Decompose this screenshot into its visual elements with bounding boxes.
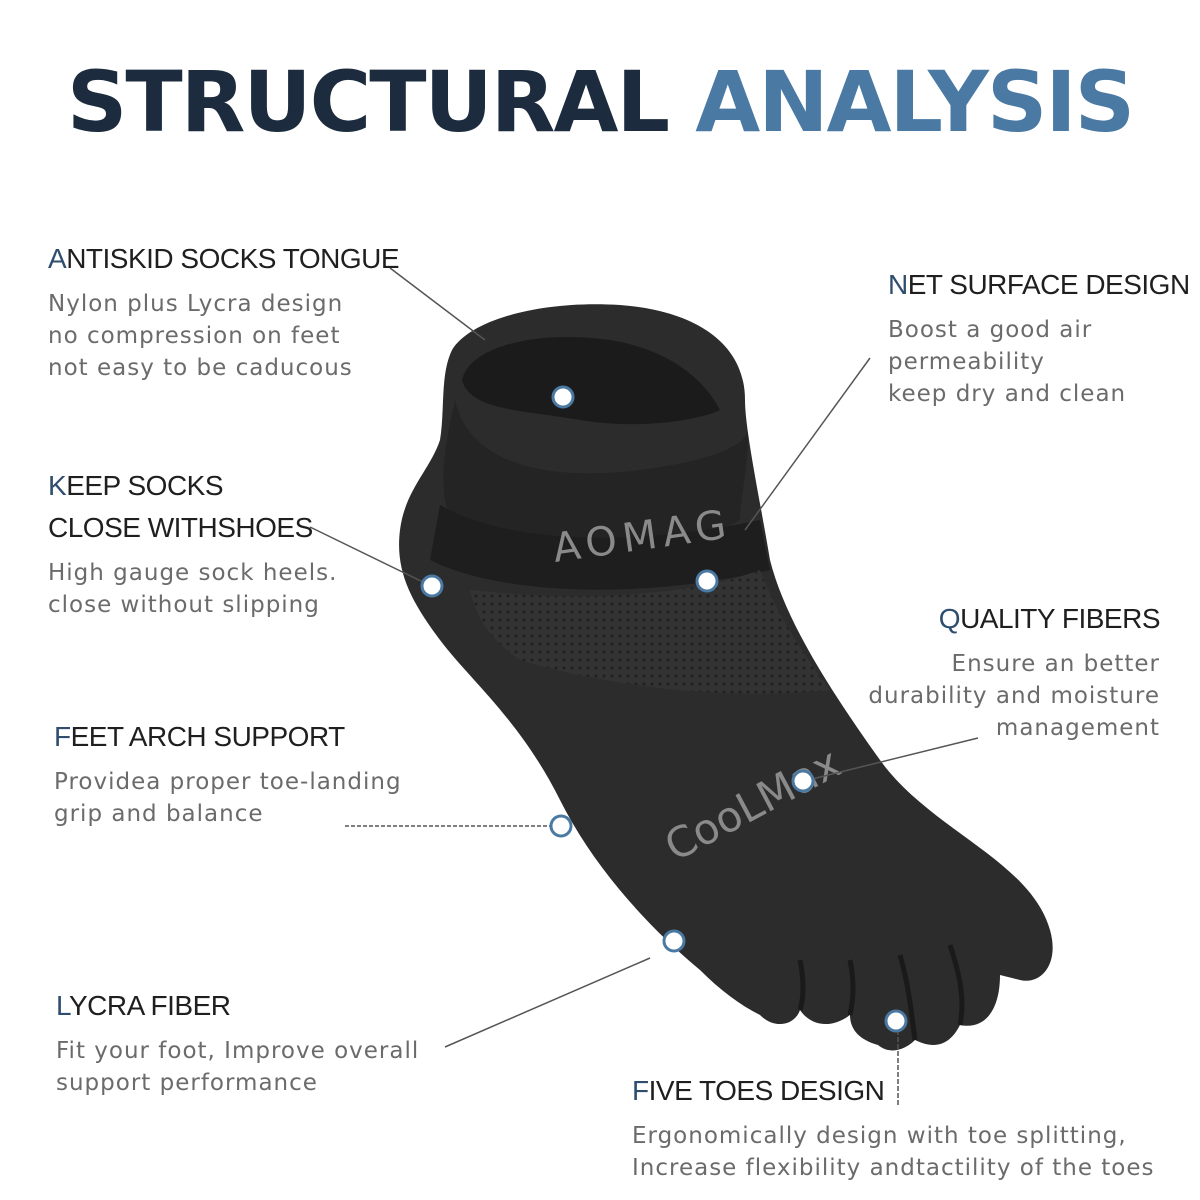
marker-dot	[884, 1009, 908, 1033]
description-line: Ergonomically design with toe splitting,	[632, 1123, 1127, 1149]
feature-description: Ensure an better durability and moisture…	[868, 648, 1160, 744]
description-line: Increase flexibility andtactility of the…	[632, 1155, 1155, 1181]
description-line: Providea proper toe-landing	[54, 769, 402, 795]
feature-heading: QUALITY FIBERS	[868, 598, 1161, 640]
leader-net	[744, 357, 871, 531]
description-line: Nylon plus Lycra design	[48, 291, 344, 317]
heading-rest: UALITY FIBERS	[960, 603, 1160, 634]
feature-description: Ergonomically design with toe splitting,…	[632, 1120, 1155, 1184]
heading-initial: K	[48, 470, 67, 501]
feature-antiskid-tongue: ANTISKID SOCKS TONGUE Nylon plus Lycra d…	[48, 238, 399, 384]
marker-dot	[420, 574, 444, 598]
description-line: permeability	[888, 349, 1045, 375]
description-line: no compression on feet	[48, 323, 341, 349]
leader-lines	[309, 267, 979, 1105]
description-line: close without slipping	[48, 592, 320, 618]
marker-dot	[549, 814, 573, 838]
feature-description: Nylon plus Lycra design no compression o…	[48, 288, 399, 384]
heading-initial: Q	[938, 603, 961, 634]
heading-initial: F	[54, 721, 71, 752]
description-line: durability and moisture	[868, 683, 1160, 709]
leader-lycra	[444, 957, 651, 1048]
leader-keep	[309, 526, 426, 584]
description-line: Boost a good air	[888, 317, 1093, 343]
page-title: STRUCTURAL ANALYSIS	[0, 52, 1200, 152]
feature-description: Providea proper toe-landing grip and bal…	[54, 766, 402, 830]
heading-initial: N	[888, 269, 908, 300]
marker-dot	[791, 769, 815, 793]
description-line: Fit your foot, Improve overall	[56, 1038, 420, 1064]
feature-five-toes: FIVE TOES DESIGN Ergonomically design wi…	[632, 1070, 1155, 1184]
heading-rest: EEP SOCKS	[66, 470, 224, 501]
sock-body	[399, 304, 1053, 1051]
feature-arch-support: FEET ARCH SUPPORT Providea proper toe-la…	[54, 716, 402, 830]
feature-heading: FEET ARCH SUPPORT	[54, 716, 402, 758]
leader-antiskid	[389, 267, 486, 341]
description-line: management	[995, 715, 1160, 741]
feature-lycra-fiber: LYCRA FIBER Fit your foot, Improve overa…	[56, 985, 419, 1099]
heading-rest: NTISKID SOCKS TONGUE	[66, 243, 399, 274]
heading-rest: ET SURFACE DESIGN	[907, 269, 1190, 300]
description-line: Ensure an better	[951, 651, 1160, 677]
marker-dot	[695, 569, 719, 593]
marker-dot	[551, 385, 575, 409]
feature-heading: NET SURFACE DESIGN	[888, 264, 1190, 306]
heading-initial: L	[56, 990, 70, 1021]
feature-heading-line2: CLOSE WITHSHOES	[48, 512, 313, 543]
heading-rest: YCRA FIBER	[69, 990, 231, 1021]
heading-rest: IVE TOES DESIGN	[648, 1075, 885, 1106]
markers	[420, 385, 908, 1033]
feature-quality-fibers: QUALITY FIBERS Ensure an better durabili…	[868, 598, 1160, 744]
heading-initial: A	[48, 243, 67, 274]
feature-description: High gauge sock heels. close without sli…	[48, 557, 337, 621]
description-line: keep dry and clean	[888, 381, 1127, 407]
feature-heading: LYCRA FIBER	[56, 985, 419, 1027]
heading-initial: F	[632, 1075, 649, 1106]
heading-rest: EET ARCH SUPPORT	[70, 721, 346, 752]
description-line: High gauge sock heels.	[48, 560, 338, 586]
leader-quality	[807, 737, 979, 781]
marker-dot	[662, 929, 686, 953]
title-part-1: STRUCTURAL	[66, 53, 670, 151]
description-line: not easy to be caducous	[48, 355, 353, 381]
title-part-2: ANALYSIS	[695, 53, 1135, 151]
feature-net-surface: NET SURFACE DESIGN Boost a good air perm…	[888, 264, 1190, 410]
feature-description: Fit your foot, Improve overall support p…	[56, 1035, 419, 1099]
feature-heading: KEEP SOCKS	[48, 465, 337, 507]
feature-description: Boost a good air permeability keep dry a…	[888, 314, 1190, 410]
description-line: support performance	[56, 1070, 318, 1096]
description-line: grip and balance	[54, 801, 264, 827]
feature-heading: ANTISKID SOCKS TONGUE	[48, 238, 399, 280]
feature-heading: FIVE TOES DESIGN	[632, 1070, 1155, 1112]
feature-keep-socks: KEEP SOCKS CLOSE WITHSHOES High gauge so…	[48, 465, 337, 621]
